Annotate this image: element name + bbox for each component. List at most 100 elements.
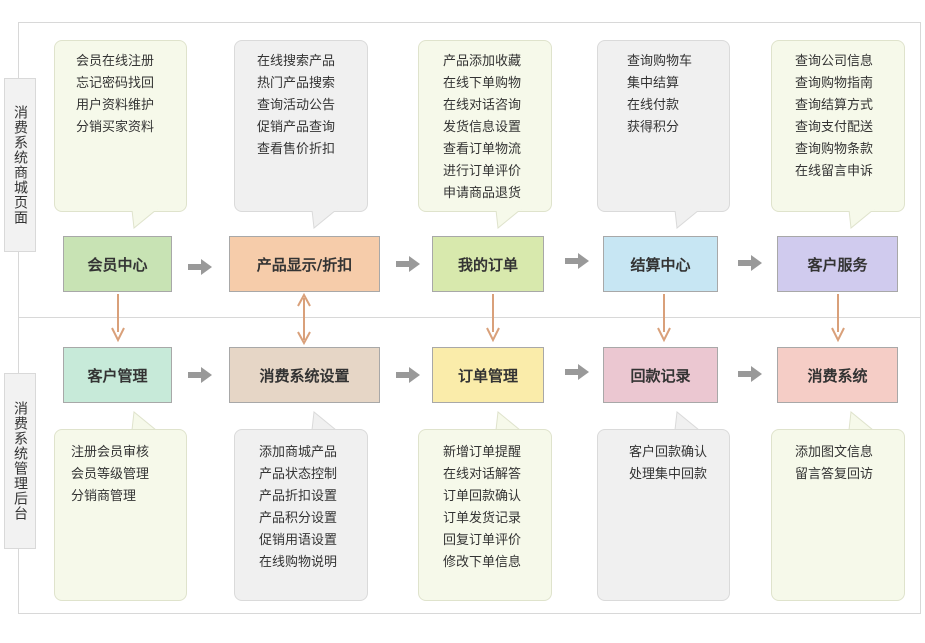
diagram-frame [18,22,921,614]
arrow-down-icon [111,294,125,343]
bubble-item: 在线搜索产品 [257,54,336,69]
bubble-item: 在线付款 [627,98,680,113]
bubble-item: 查看售价折扣 [257,142,336,157]
node-customer-service: 客户服务 [777,236,898,292]
bubble-item: 注册会员审核 [71,445,150,460]
bubble-item: 促销用语设置 [259,533,338,548]
bubble-item: 产品添加收藏 [443,54,522,69]
bubble-item: 在线对话解答 [443,467,522,482]
node-member-center: 会员中心 [63,236,172,292]
bubble-item: 添加商城产品 [259,445,338,460]
node-customer-management: 客户管理 [63,347,172,403]
bubble-my-orders: 产品添加收藏 在线下单购物 在线对话咨询 发货信息设置 查看订单物流 进行订单评… [418,40,552,212]
bubble-item: 会员等级管理 [71,467,150,482]
bubble-item: 回复订单评价 [443,533,522,548]
bubble-item: 申请商品退货 [443,186,522,201]
bubble-checkout: 查询购物车 集中结算 在线付款 获得积分 [597,40,730,212]
bubble-tail [674,208,701,229]
bubble-item: 修改下单信息 [443,555,522,570]
bubble-item: 热门产品搜索 [257,76,336,91]
bubble-item: 在线下单购物 [443,76,522,91]
bubble-tail [311,208,338,229]
bubble-item: 产品状态控制 [259,467,338,482]
node-checkout-center: 结算中心 [603,236,718,292]
side-label-bottom-text: 消费系统管理后台 [12,401,28,521]
arrow-down-icon [657,294,671,343]
bubble-item: 分销商管理 [71,489,137,504]
bubble-item: 查询购物指南 [795,76,874,91]
bubble-item: 查询支付配送 [795,120,874,135]
bubble-item: 忘记密码找回 [76,76,155,91]
arrow-right-icon [188,259,212,275]
bubble-tail [495,208,522,229]
arrow-right-icon [565,364,589,380]
arrow-right-icon [396,367,420,383]
section-divider [18,317,921,318]
arrow-right-icon [565,253,589,269]
node-label: 订单管理 [457,366,518,385]
bubble-customer-service: 查询公司信息 查询购物指南 查询结算方式 查询支付配送 查询购物条款 在线留言申… [771,40,905,212]
side-label-top-text: 消费系统商城页面 [12,105,28,225]
side-label-bottom: 消费系统管理后台 [4,373,36,549]
bubble-item: 产品折扣设置 [259,489,338,504]
node-label: 结算中心 [630,255,691,274]
bubble-tail [311,411,338,433]
bubble-tail [131,208,158,229]
node-label: 产品显示/折扣 [256,255,353,274]
arrow-right-icon [738,366,762,382]
bubble-item: 查询结算方式 [795,98,874,113]
bubble-item: 查看订单物流 [443,142,522,157]
bubble-item: 客户回款确认 [629,445,708,460]
bubble-item: 在线购物说明 [259,555,338,570]
node-label: 我的订单 [457,255,518,274]
node-system-settings: 消费系统设置 [229,347,380,403]
bubble-system-settings: 添加商城产品 产品状态控制 产品折扣设置 产品积分设置 促销用语设置 在线购物说… [234,429,368,601]
bubble-item: 在线留言申诉 [795,164,874,179]
bubble-item: 获得积分 [627,120,680,135]
node-label: 消费系统设置 [259,366,350,385]
arrow-right-icon [396,256,420,272]
bubble-item: 查询购物条款 [795,142,874,157]
bubble-item: 用户资料维护 [76,98,155,113]
bubble-item: 订单发货记录 [443,511,522,526]
bubble-item: 查询公司信息 [795,54,874,69]
bubble-order-management: 新增订单提醒 在线对话解答 订单回款确认 订单发货记录 回复订单评价 修改下单信… [418,429,552,601]
node-order-management: 订单管理 [432,347,544,403]
arrow-right-icon [738,255,762,271]
bubble-item: 分销买家资料 [76,120,155,135]
node-label: 客户管理 [87,366,148,385]
bubble-item: 集中结算 [627,76,680,91]
node-payment-records: 回款记录 [603,347,718,403]
bubble-item: 新增订单提醒 [443,445,522,460]
bubble-tail [848,208,875,229]
bubble-item: 查询购物车 [627,54,693,69]
bubble-item: 进行订单评价 [443,164,522,179]
arrow-down-icon [486,294,500,343]
bubble-payment-records: 客户回款确认 处理集中回款 [597,429,730,601]
bubble-tail [131,411,158,433]
node-label: 回款记录 [630,366,691,385]
bubble-product-display: 在线搜索产品 热门产品搜索 查询活动公告 促销产品查询 查看售价折扣 [234,40,368,212]
node-label: 客户服务 [807,255,868,274]
arrow-down-icon [831,294,845,343]
node-label: 会员中心 [87,255,148,274]
bubble-item: 添加图文信息 [795,445,874,460]
bubble-item: 处理集中回款 [629,467,708,482]
bubble-tail [674,411,701,433]
node-consumption-system: 消费系统 [777,347,898,403]
bubble-item: 订单回款确认 [443,489,522,504]
arrow-right-icon [188,367,212,383]
arrow-bidirectional-icon [297,292,311,346]
bubble-tail [848,411,875,433]
node-label: 消费系统 [807,366,868,385]
bubble-item: 留言答复回访 [795,467,874,482]
bubble-item: 促销产品查询 [257,120,336,135]
bubble-consumption-system: 添加图文信息 留言答复回访 [771,429,905,601]
bubble-item: 在线对话咨询 [443,98,522,113]
node-product-display: 产品显示/折扣 [229,236,380,292]
bubble-item: 会员在线注册 [76,54,155,69]
bubble-item: 产品积分设置 [259,511,338,526]
side-label-top: 消费系统商城页面 [4,78,36,252]
node-my-orders: 我的订单 [432,236,544,292]
bubble-tail [495,411,522,433]
